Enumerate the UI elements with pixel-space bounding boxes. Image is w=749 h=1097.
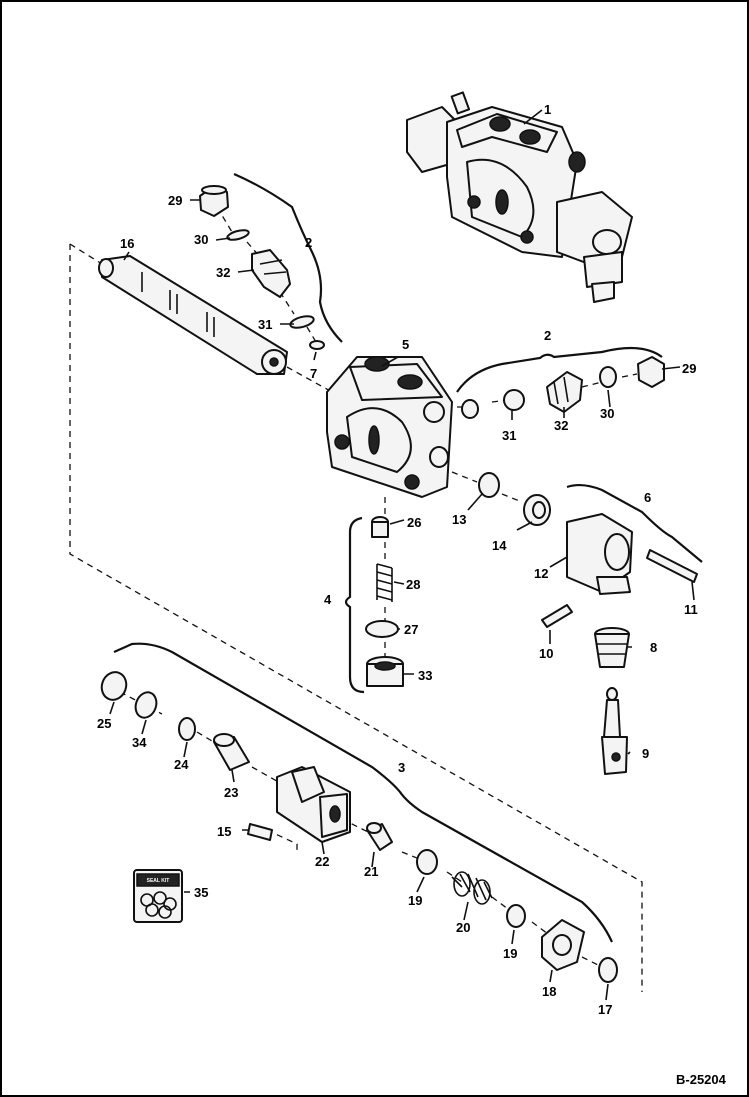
figure-id: B-25204 xyxy=(676,1072,727,1087)
guide-line-15 xyxy=(266,829,298,852)
guide-line-left xyxy=(69,244,643,992)
spacer-part-21 xyxy=(366,822,393,851)
callout-35: 35 xyxy=(194,885,208,900)
callout-7: 7 xyxy=(310,366,317,381)
callout-21: 21 xyxy=(364,864,378,879)
callout-5: 5 xyxy=(402,337,409,352)
pin-part-10 xyxy=(541,604,573,628)
callout-4: 4 xyxy=(324,592,332,607)
callout-3: 3 xyxy=(398,760,405,775)
callout-14: 14 xyxy=(492,538,507,553)
spool-part-16 xyxy=(98,255,288,375)
callout-19-right: 19 xyxy=(503,946,517,961)
o-ring-part-25 xyxy=(100,671,128,701)
plug-part-29-top xyxy=(199,185,229,217)
fitting-part-32-top xyxy=(251,249,291,298)
callout-30-top: 30 xyxy=(194,232,208,247)
o-ring-part-7 xyxy=(309,340,325,350)
callout-6: 6 xyxy=(644,490,651,505)
cap-part-12 xyxy=(566,513,633,595)
backup-ring-part-34 xyxy=(134,691,158,719)
brace-2-right xyxy=(456,346,663,393)
leader-lines xyxy=(109,109,695,1001)
seal-kit-label: SEAL KIT xyxy=(147,878,170,884)
callout-29-right: 29 xyxy=(682,361,696,376)
callout-11: 11 xyxy=(684,602,698,617)
callout-9: 9 xyxy=(642,746,649,761)
callout-31-right: 31 xyxy=(502,428,516,443)
callout-16: 16 xyxy=(120,236,134,251)
boot-part-8 xyxy=(594,627,630,668)
seat-part-19-left xyxy=(416,849,438,875)
o-ring-part-30-top xyxy=(226,229,250,241)
valve-assembly-part-1 xyxy=(406,91,633,303)
callout-28: 28 xyxy=(406,577,420,592)
brace-4 xyxy=(344,516,365,694)
brace-6 xyxy=(566,483,703,563)
seat-part-19-right xyxy=(506,904,526,928)
brace-2-top xyxy=(233,172,343,343)
poppet-part-26 xyxy=(371,516,389,538)
callout-13: 13 xyxy=(452,512,466,527)
callout-26: 26 xyxy=(407,515,421,530)
seal-part-14 xyxy=(523,494,551,526)
guide-line-spool xyxy=(286,366,333,393)
callout-33: 33 xyxy=(418,668,432,683)
callout-2-right: 2 xyxy=(544,328,551,343)
callout-12: 12 xyxy=(534,566,548,581)
brace-3 xyxy=(113,642,614,943)
callout-31-top: 31 xyxy=(258,317,272,332)
cap-part-18 xyxy=(541,919,585,971)
callout-2-top: 2 xyxy=(305,235,312,250)
plug-part-33 xyxy=(366,656,404,687)
callout-labels: 1 2 2 3 4 5 6 7 8 9 10 11 12 13 14 15 16… xyxy=(97,102,698,1017)
spring-part-28 xyxy=(376,563,393,602)
guide-line-top xyxy=(69,243,103,265)
callout-27: 27 xyxy=(404,622,418,637)
lever-part-9 xyxy=(601,687,628,775)
callout-34: 34 xyxy=(132,735,147,750)
valve-body-part-5 xyxy=(326,356,453,498)
callout-15: 15 xyxy=(217,824,231,839)
plug-part-29-right xyxy=(637,356,665,388)
housing-part-22 xyxy=(276,766,351,843)
o-ring-part-27 xyxy=(365,620,399,638)
callout-8: 8 xyxy=(650,640,657,655)
o-ring-part-17 xyxy=(598,957,618,983)
callout-25: 25 xyxy=(97,716,111,731)
callout-32-right: 32 xyxy=(554,418,568,433)
callout-29-top: 29 xyxy=(168,193,182,208)
guide-line-top-chain xyxy=(216,206,317,343)
seal-part-31b xyxy=(503,389,525,411)
seal-kit-part-35: SEAL KIT xyxy=(133,869,183,923)
seal-part-24 xyxy=(178,717,196,741)
sleeve-part-23 xyxy=(213,733,250,771)
o-ring-part-31-top xyxy=(289,315,315,329)
callout-24: 24 xyxy=(174,757,189,772)
o-ring-part-30-right xyxy=(599,366,617,388)
callout-22: 22 xyxy=(315,854,329,869)
callout-30-right: 30 xyxy=(600,406,614,421)
screw-part-15 xyxy=(247,823,273,841)
spring-part-20 xyxy=(451,871,493,905)
callout-1: 1 xyxy=(544,102,551,117)
callout-17: 17 xyxy=(598,1002,612,1017)
callout-20: 20 xyxy=(456,920,470,935)
callout-19-left: 19 xyxy=(408,893,422,908)
fitting-part-32-right xyxy=(546,371,583,413)
o-ring-part-31-right xyxy=(461,399,479,419)
callout-23: 23 xyxy=(224,785,238,800)
bolt-part-11 xyxy=(646,549,698,583)
callout-18: 18 xyxy=(542,984,556,999)
callout-10: 10 xyxy=(539,646,553,661)
o-ring-part-13 xyxy=(478,472,500,498)
callout-32-top: 32 xyxy=(216,265,230,280)
